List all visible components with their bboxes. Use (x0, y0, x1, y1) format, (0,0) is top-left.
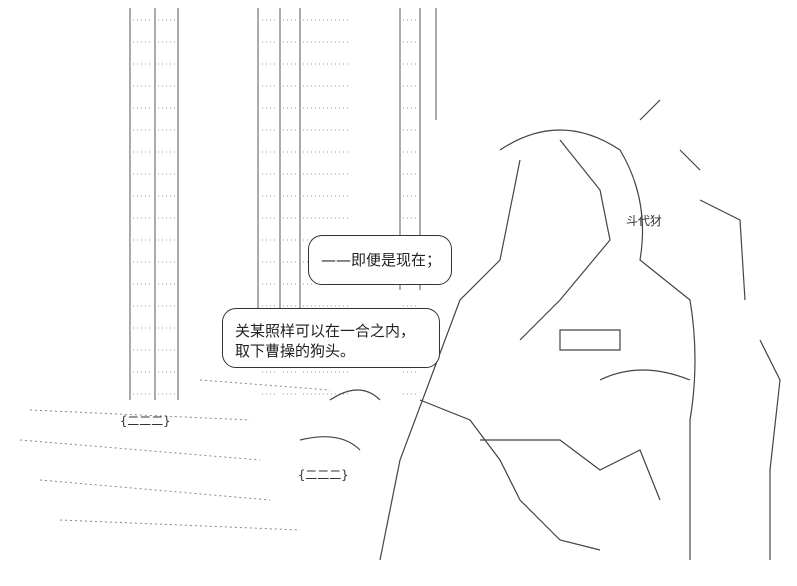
bubble-2-line-2: 取下曹操的狗头。 (235, 342, 356, 360)
speech-bubble-2: 关某照样可以在一合之内， 取下曹操的狗头。 (222, 308, 440, 368)
speech-bubble-1: ——即便是现在； (308, 235, 452, 285)
side-text: 斗代犲 (626, 214, 663, 228)
warrior-figure (299, 99, 781, 561)
brace-label-bottom: {二二二} (298, 468, 349, 482)
bubble-2-line-1: 关某照样可以在一合之内， (235, 322, 416, 340)
brace-label-left: {二二二} (120, 414, 171, 428)
bubble-1-text: ——即便是现在； (321, 251, 442, 269)
ground-lines (19, 379, 331, 531)
